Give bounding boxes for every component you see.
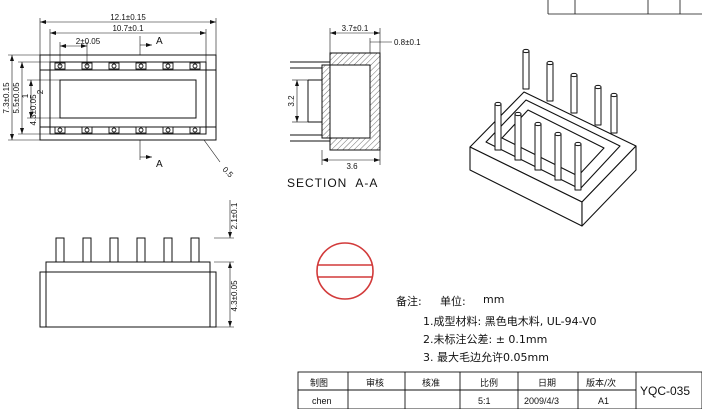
section-mark-bottom: A: [156, 159, 163, 170]
tb-value-date: 2009/4/3: [524, 396, 560, 406]
height-small-label: 4.3±0.05: [29, 94, 38, 126]
note-line-1: 1.成型材料: 黑色电木料, UL-94-V0: [423, 315, 597, 328]
top-view-pins: [54, 62, 201, 134]
pin-hole: [189, 62, 201, 70]
front-view-pins: [55, 237, 200, 263]
iso-pin: [610, 92, 618, 134]
pin-hole: [162, 126, 174, 134]
iso-pin: [546, 60, 554, 102]
iso-pin: [522, 48, 530, 90]
pitch-label: 2±0.05: [76, 37, 101, 46]
body-length-label: 10.7±0.1: [112, 24, 144, 33]
section-mark-top: A: [156, 36, 163, 47]
pin-hole: [81, 126, 93, 134]
iso-pin: [570, 72, 578, 114]
isometric-view: [469, 48, 637, 227]
section-inner-height-label: 3.2: [287, 95, 296, 107]
section-wall-label: 0.8±0.1: [394, 38, 421, 47]
isometric-pins: [494, 48, 618, 191]
iso-pin: [594, 84, 602, 126]
tb-header-version: 版本/次: [586, 379, 617, 389]
iso-pin: [494, 101, 502, 151]
tb-header-review: 审核: [366, 379, 385, 389]
notes-header: 备注:: [396, 295, 422, 308]
pin-hole: [54, 126, 66, 134]
pin-hole: [162, 62, 174, 70]
unit-label: 单位:: [440, 295, 466, 308]
pin-hole: [108, 126, 120, 134]
tb-header-scale: 比例: [480, 379, 499, 389]
section-caption: SECTION A-A: [287, 176, 378, 190]
front-pin: [163, 237, 173, 263]
top-view: 12.1±0.15 10.7±0.1 2±0.05 A A 0.5 7.3±0.…: [2, 13, 235, 180]
unit-value: mm: [483, 293, 505, 306]
tb-header-approve: 核准: [422, 379, 441, 389]
body-height-label: 4.3±0.05: [230, 280, 239, 312]
height-overall-label: 7.3±0.15: [2, 82, 11, 114]
front-pin: [190, 237, 200, 263]
red-stamp-logo: [316, 242, 374, 300]
front-pin: [82, 237, 92, 263]
front-pin: [136, 237, 146, 263]
section-width-label: 3.7±0.1: [342, 24, 369, 33]
tb-header-date: 日期: [538, 379, 557, 389]
dim-small-b-label: 2: [36, 89, 45, 94]
pin-hole: [135, 126, 147, 134]
overall-length-label: 12.1±0.15: [110, 13, 146, 22]
note-line-3: 3. 最大毛边允许0.05mm: [423, 351, 549, 364]
pin-hole: [135, 62, 147, 70]
part-number: YQC-035: [640, 384, 691, 398]
tb-value-drawn: chen: [312, 396, 332, 406]
note-line-2: 2.未标注公差: ± 0.1mm: [423, 333, 548, 346]
iso-pin: [574, 141, 582, 191]
tb-value-version: A1: [598, 396, 610, 406]
section-base-width-label: 3.6: [346, 162, 358, 171]
iso-pin: [534, 121, 542, 171]
title-block: [297, 371, 702, 409]
pin-length-label: 2.1±0.1: [230, 202, 239, 229]
section-view: 3.7±0.1 0.8±0.1 3.2 3.6 SECTION A-A: [287, 24, 421, 190]
revision-block: [547, 0, 702, 15]
iso-pin: [514, 111, 522, 161]
front-pin: [55, 237, 65, 263]
pin-dia-label: 0.5: [221, 165, 236, 180]
tb-header-drawn: 制图: [310, 379, 329, 389]
dim-small-a-label: 1: [21, 93, 30, 98]
pin-hole: [189, 126, 201, 134]
front-view: 2.1±0.1 4.3±0.05: [39, 200, 239, 328]
tb-value-scale: 5:1: [478, 396, 491, 406]
front-pin: [109, 237, 119, 263]
pin-hole: [108, 62, 120, 70]
iso-pin: [554, 131, 562, 181]
height-mid-label: 5.5±0.05: [12, 82, 21, 114]
